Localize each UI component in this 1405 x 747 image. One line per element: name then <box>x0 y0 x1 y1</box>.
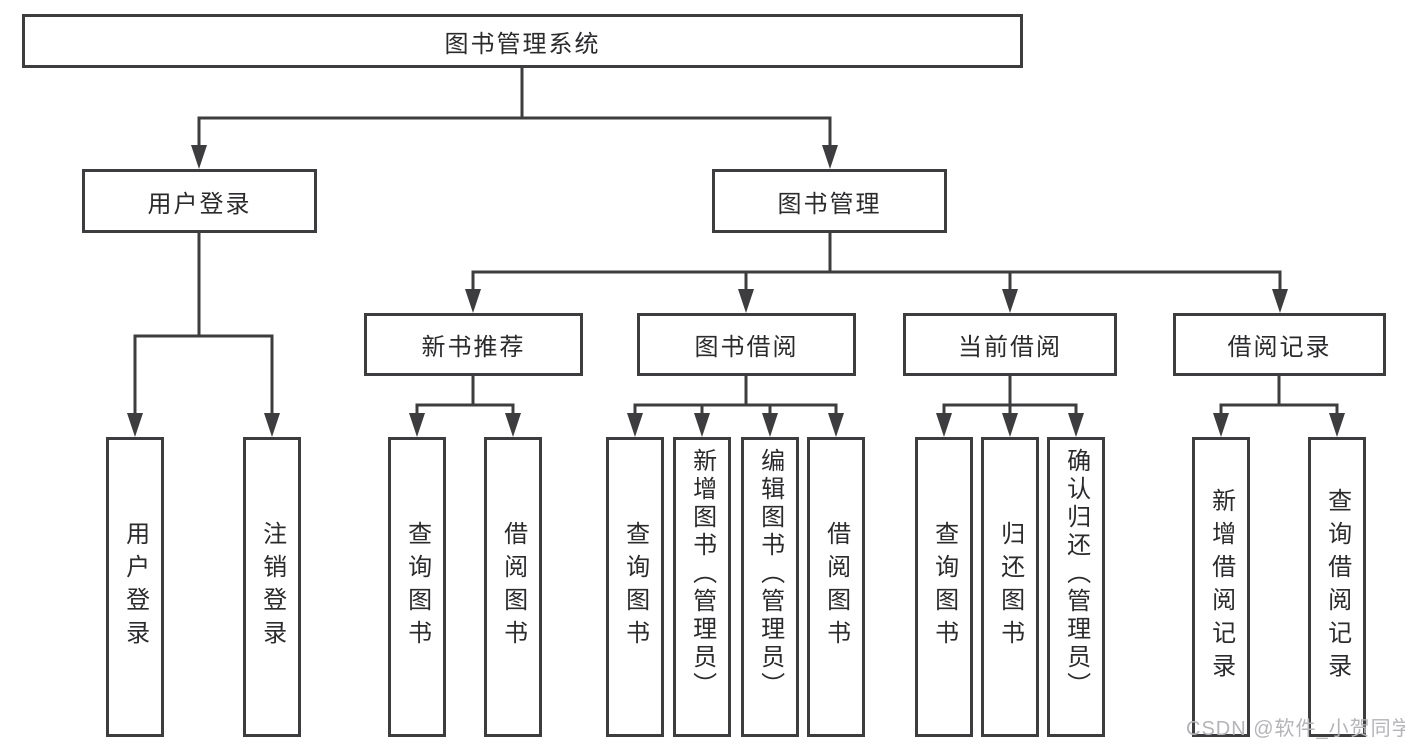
arrow-down-icon <box>409 413 425 437</box>
csdn-watermark: CSDN @软件_小贺同学 <box>1186 718 1405 740</box>
arrow-down-icon <box>762 413 778 437</box>
arrow-down-icon <box>505 413 521 437</box>
arrow-down-icon <box>822 145 838 169</box>
leaf-user-login: 用户登录 <box>106 437 164 737</box>
connector-book-management <box>471 231 1282 290</box>
leaf-borrow-books: 借阅图书 <box>484 437 542 737</box>
arrow-down-icon <box>1329 413 1345 437</box>
leaf-add-borrow-record: 新增借阅记录 <box>1192 437 1250 737</box>
arrow-down-icon <box>1002 413 1018 437</box>
leaf-return-books-label: 归还图书 <box>996 521 1024 653</box>
leaf-logout: 注销登录 <box>243 437 301 737</box>
leaf-query-books-label: 查询图书 <box>621 521 649 653</box>
node-new-book-recommend: 新书推荐 <box>364 313 583 376</box>
leaf-query-borrow-record: 查询借阅记录 <box>1308 437 1366 737</box>
node-user-login-label: 用户登录 <box>147 190 252 218</box>
arrow-down-icon <box>828 413 844 437</box>
connector-root <box>197 66 832 146</box>
leaf-query-books: 查询图书 <box>388 437 446 737</box>
arrow-down-icon <box>1002 289 1018 313</box>
arrow-down-icon <box>1068 413 1084 437</box>
leaf-confirm-return-admin-label: 确认归还（管理员） <box>1062 448 1090 700</box>
leaf-borrow-books-label: 借阅图书 <box>822 521 850 653</box>
arrow-down-icon <box>127 413 143 437</box>
connector-current-borrowing <box>942 374 1078 414</box>
arrow-down-icon <box>264 413 280 437</box>
leaf-user-login-label: 用户登录 <box>121 521 149 653</box>
leaf-add-borrow-record-label: 新增借阅记录 <box>1207 488 1235 686</box>
connector-new-book-recommend <box>415 374 515 414</box>
node-book-borrowing: 图书借阅 <box>637 313 856 376</box>
node-borrowing-records-label: 借阅记录 <box>1227 334 1332 361</box>
arrow-down-icon <box>465 289 481 313</box>
leaf-query-borrow-record-label: 查询借阅记录 <box>1323 488 1351 686</box>
connector-user-login <box>133 231 274 414</box>
leaf-query-books-label: 查询图书 <box>930 521 958 653</box>
arrow-down-icon <box>694 413 710 437</box>
arrow-down-icon <box>936 413 952 437</box>
leaf-query-books: 查询图书 <box>915 437 973 737</box>
leaf-add-books-admin: 新增图书（管理员） <box>673 437 731 737</box>
arrow-down-icon <box>1272 289 1288 313</box>
node-new-book-recommend-label: 新书推荐 <box>421 334 526 361</box>
leaf-add-books-admin-label: 新增图书（管理员） <box>688 448 716 700</box>
node-user-login: 用户登录 <box>82 169 317 233</box>
leaf-return-books: 归还图书 <box>981 437 1039 737</box>
node-book-borrowing-label: 图书借阅 <box>694 334 799 361</box>
node-library-management-system: 图书管理系统 <box>22 14 1023 68</box>
node-book-management-label: 图书管理 <box>777 190 882 218</box>
leaf-query-books: 查询图书 <box>606 437 664 737</box>
leaf-edit-books-admin-label: 编辑图书（管理员） <box>756 448 784 700</box>
arrow-down-icon <box>191 145 207 169</box>
leaf-logout-label: 注销登录 <box>258 521 286 653</box>
node-current-borrowing-label: 当前借阅 <box>958 334 1062 361</box>
arrow-down-icon <box>738 289 754 313</box>
leaf-borrow-books-label: 借阅图书 <box>499 521 527 653</box>
arrow-down-icon <box>1213 413 1229 437</box>
connector-book-borrowing <box>633 374 838 414</box>
leaf-borrow-books: 借阅图书 <box>807 437 865 737</box>
arrow-down-icon <box>627 413 643 437</box>
connector-borrowing-records <box>1219 374 1339 414</box>
node-borrowing-records: 借阅记录 <box>1173 313 1386 376</box>
node-current-borrowing: 当前借阅 <box>903 313 1117 376</box>
node-book-management: 图书管理 <box>712 169 947 233</box>
node-root-label: 图书管理系统 <box>444 30 601 58</box>
leaf-edit-books-admin: 编辑图书（管理员） <box>741 437 799 737</box>
leaf-confirm-return-admin: 确认归还（管理员） <box>1047 437 1105 737</box>
leaf-query-books-label: 查询图书 <box>403 521 431 653</box>
